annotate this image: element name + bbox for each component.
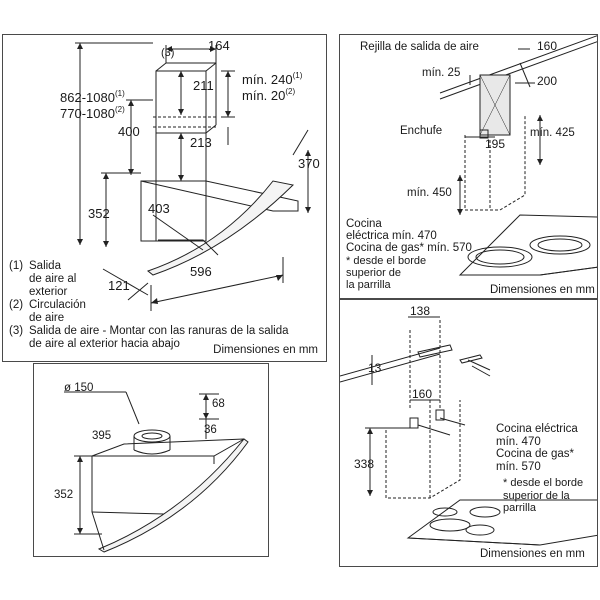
legend-text: exterior bbox=[29, 286, 68, 298]
dim-160: 160 bbox=[412, 387, 433, 401]
units-label: Dimensiones en mm bbox=[213, 344, 318, 356]
dim-min-20: mín. 20(2) bbox=[242, 87, 296, 103]
legend-row: exterior bbox=[9, 286, 289, 299]
legend-text: Salida bbox=[29, 260, 61, 272]
dim-400: 400 bbox=[118, 124, 140, 139]
dim-36: 36 bbox=[204, 424, 217, 436]
footnote-line: superior de la bbox=[503, 489, 570, 502]
dim-min-25: mín. 25 bbox=[422, 67, 461, 79]
dim-138: 138 bbox=[410, 304, 431, 318]
height-range-1: 862-1080(1) bbox=[60, 89, 125, 105]
legend-row: (3) Salida de aire - Montar con las ranur… bbox=[9, 325, 289, 338]
legend-text: Salida de aire - Montar con las ranuras … bbox=[29, 325, 289, 337]
dim-211: 211 bbox=[193, 78, 214, 93]
wall-installation-panel: Rejilla de salida de aire 160 mín. 25 20… bbox=[339, 34, 598, 299]
dim-213: 213 bbox=[190, 135, 212, 150]
air-outlet-label: Rejilla de salida de aire bbox=[360, 41, 479, 53]
footnote-line: parrilla bbox=[503, 502, 537, 514]
dim-200: 200 bbox=[537, 74, 558, 88]
hood-dimensions-panel: (3) 164 862-1080(1) 770-1080(2) 211 mín.… bbox=[2, 34, 327, 362]
dim-68: 68 bbox=[212, 398, 225, 410]
wall-installation-drawing bbox=[439, 35, 597, 276]
legend-text: de aire al bbox=[29, 273, 77, 285]
legend-number: (2) bbox=[9, 299, 24, 311]
dim-195: 195 bbox=[485, 137, 506, 151]
bracket-mounting-drawing bbox=[340, 316, 597, 546]
cooktop-line: mín. 570 bbox=[496, 460, 541, 473]
units-label: Dimensiones en mm bbox=[480, 548, 585, 560]
plug-label: Enchufe bbox=[400, 125, 443, 137]
hood-side-drawing bbox=[75, 42, 311, 311]
footnote-line: * desde el borde bbox=[503, 477, 584, 489]
footnote-line: * desde el borde bbox=[346, 255, 427, 267]
dim-596: 596 bbox=[190, 264, 212, 279]
legend-text: Circulación bbox=[29, 299, 86, 311]
ref-3-label: (3) bbox=[161, 47, 175, 59]
cooktop-line: Cocina de gas* mín. 570 bbox=[346, 242, 472, 254]
duct-drawing bbox=[64, 391, 249, 553]
cooktop-line: Cocina eléctrica bbox=[496, 423, 578, 435]
cooktop-line: eléctrica mín. 470 bbox=[346, 230, 437, 242]
dim-352: 352 bbox=[54, 489, 74, 501]
dim-121: 121 bbox=[108, 278, 130, 293]
dim-403: 403 bbox=[148, 201, 170, 216]
footnote-line: la parrilla bbox=[346, 279, 391, 291]
legend-row: de aire al exterior hacia abajo bbox=[9, 338, 289, 351]
glass-panel bbox=[146, 180, 295, 276]
dim-395: 395 bbox=[92, 430, 112, 442]
height-range-2: 770-1080(2) bbox=[60, 105, 125, 121]
legend-row: (2) Circulación bbox=[9, 299, 289, 312]
units-label: Dimensiones en mm bbox=[490, 284, 595, 296]
dim-370: 370 bbox=[298, 156, 320, 171]
dim-min-425: mín. 425 bbox=[530, 127, 575, 139]
dim-min-450: mín. 450 bbox=[407, 187, 452, 199]
dim-164: 164 bbox=[208, 38, 230, 53]
cooktop-line: Cocina bbox=[346, 218, 382, 230]
dim-338: 338 bbox=[354, 457, 375, 471]
dim-duct-diameter: ø 150 bbox=[64, 382, 94, 394]
dim-13: 13 bbox=[368, 361, 382, 375]
legend-row: (1) Salida bbox=[9, 260, 289, 273]
duct-dimensions-panel: ø 150 68 395 36 352 bbox=[33, 363, 269, 557]
dim-160: 160 bbox=[537, 39, 558, 53]
legend-row: de aire bbox=[9, 312, 289, 325]
dim-min-240: mín. 240(1) bbox=[242, 71, 303, 87]
cooktop-line: mín. 470 bbox=[496, 435, 541, 448]
cooktop-line: Cocina de gas* bbox=[496, 448, 574, 460]
legend-number: (3) bbox=[9, 325, 24, 337]
legend-text: de aire al exterior hacia abajo bbox=[29, 338, 180, 350]
legend-row: de aire al bbox=[9, 273, 289, 286]
legend-text: de aire bbox=[29, 312, 65, 324]
footnote-line: superior de bbox=[346, 267, 402, 279]
dim-352: 352 bbox=[88, 206, 110, 221]
legend-number: (1) bbox=[9, 260, 24, 272]
